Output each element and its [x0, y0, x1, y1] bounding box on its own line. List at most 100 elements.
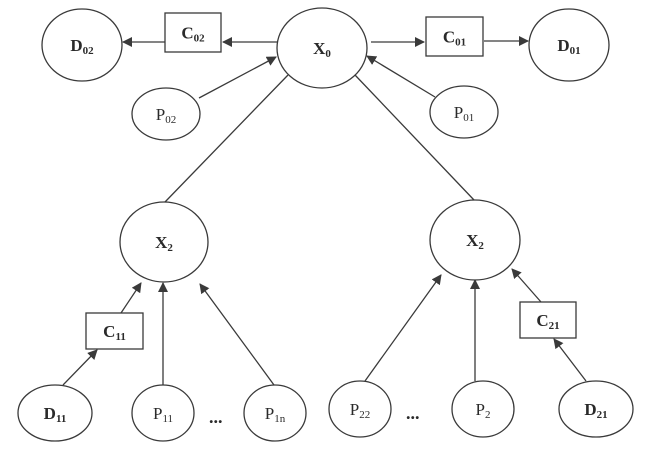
node-ellipse [558, 380, 634, 438]
node-label-letter: C [443, 28, 455, 47]
node-ellipse [429, 199, 521, 281]
node-label: X0 [313, 39, 331, 60]
node-label-subscript: 2 [478, 240, 484, 252]
edge-x2r-to-x0 [354, 74, 475, 201]
node-x0: X0 [276, 7, 368, 89]
node-ellipse [41, 8, 123, 82]
node-label: C11 [103, 322, 126, 343]
node-d21: D21 [558, 380, 634, 438]
node-label-letter: D [44, 404, 56, 423]
node-label-letter: D [557, 36, 569, 55]
node-label-letter: P [350, 400, 359, 419]
node-label: C21 [536, 311, 559, 332]
node-label-subscript: 22 [359, 409, 370, 421]
node-label: P1n [265, 404, 286, 425]
node-box [85, 312, 144, 350]
node-ellipse [131, 87, 201, 141]
node-label-subscript: 11 [56, 413, 66, 425]
node-p22: P22 [328, 380, 392, 438]
node-label: C02 [181, 24, 205, 45]
edge-p1n-to-x2l [199, 283, 275, 386]
edge-d21-to-c21 [553, 338, 587, 382]
node-d11: D11 [17, 384, 93, 442]
node-label-subscript: 11 [115, 331, 125, 343]
node-label-letter: C [536, 311, 548, 330]
node-label-letter: P [153, 404, 162, 423]
edge-p02-to-x0 [198, 56, 277, 99]
node-label: X2 [155, 233, 173, 254]
node-label-subscript: 2 [485, 409, 491, 421]
node-ellipse [328, 380, 392, 438]
edge-c11-to-x2l [120, 282, 142, 314]
node-ellipse [429, 85, 499, 139]
node-label: D11 [44, 404, 67, 425]
node-label: X2 [466, 231, 484, 252]
node-p02: P02 [131, 87, 201, 141]
node-label-subscript: 0 [325, 48, 331, 60]
node-label-subscript: 02 [165, 114, 176, 126]
node-label-letter: P [476, 400, 485, 419]
node-label: C01 [443, 28, 466, 49]
edges-layer [62, 36, 587, 386]
node-label-letter: D [584, 400, 596, 419]
node-label: D21 [584, 400, 607, 421]
node-c01: C01 [425, 16, 484, 57]
node-box [425, 16, 484, 57]
node-label-letter: P [454, 103, 463, 122]
node-p11: P11 [131, 384, 195, 442]
node-label-subscript: 21 [597, 409, 608, 421]
node-p2: P2 [451, 380, 515, 438]
node-box [164, 12, 222, 53]
node-label-subscript: 01 [463, 112, 474, 124]
node-p01: P01 [429, 85, 499, 139]
node-label: D02 [70, 36, 94, 57]
node-label-letter: X [155, 233, 168, 252]
node-label-subscript: 2 [167, 242, 173, 254]
node-label-letter: X [466, 231, 479, 250]
node-label: P02 [156, 105, 176, 126]
ellipsis-left: ... [209, 407, 223, 427]
node-ellipse [119, 201, 209, 283]
node-label-subscript: 1n [274, 413, 286, 425]
node-c02: C02 [164, 12, 222, 53]
node-label-letter: C [181, 24, 193, 43]
ellipsis-right: ... [406, 403, 420, 423]
node-label: P01 [454, 103, 474, 124]
node-label: P11 [153, 404, 173, 425]
node-ellipse [451, 380, 515, 438]
node-x2l: X2 [119, 201, 209, 283]
node-d02: D02 [41, 8, 123, 82]
node-d01: D01 [528, 8, 610, 82]
ellipsis-layer: ... ... [209, 403, 420, 427]
node-ellipse [131, 384, 195, 442]
node-label-subscript: 02 [83, 45, 95, 57]
node-label-subscript: 02 [194, 33, 206, 45]
node-label-letter: D [70, 36, 82, 55]
edge-x2l-to-x0 [164, 74, 289, 203]
node-ellipse [17, 384, 93, 442]
node-label: D01 [557, 36, 580, 57]
node-label-letter: C [103, 322, 115, 341]
node-ellipse [528, 8, 610, 82]
node-x2r: X2 [429, 199, 521, 281]
node-box [519, 301, 577, 339]
node-label-subscript: 01 [455, 37, 466, 49]
edge-p22-to-x2r [364, 274, 442, 382]
node-label-subscript: 01 [570, 45, 581, 57]
edge-c21-to-x2r [511, 268, 542, 303]
node-ellipse [276, 7, 368, 89]
edge-p01-to-x0 [366, 55, 436, 98]
node-c21: C21 [519, 301, 577, 339]
node-p1n: P1n [243, 384, 307, 442]
node-ellipse [243, 384, 307, 442]
node-label: P2 [476, 400, 491, 421]
node-label-subscript: 11 [162, 413, 173, 425]
node-c11: C11 [85, 312, 144, 350]
node-label: P22 [350, 400, 370, 421]
node-label-letter: P [156, 105, 165, 124]
node-label-letter: P [265, 404, 274, 423]
node-label-letter: X [313, 39, 326, 58]
edge-d11-to-c11 [62, 349, 98, 386]
